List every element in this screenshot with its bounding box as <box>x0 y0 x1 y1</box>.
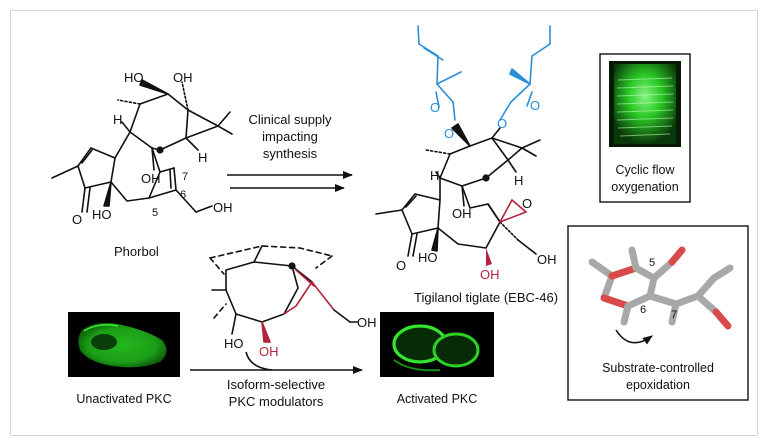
phorbol-oh-c9: OH <box>141 171 161 186</box>
epoxidation-curved-arrow <box>615 329 653 345</box>
phorbol-structure <box>51 79 233 213</box>
phorbol-ho-c12: HO <box>124 70 144 85</box>
phorbol-atom-labels: HO OH H H OH O HO OH 7 6 5 Phorbol <box>72 70 233 259</box>
phorbol-h-c10: H <box>113 112 122 127</box>
tigilanol-oh-c5: OH <box>480 267 500 282</box>
modulator-text-line1: Isoform-selective <box>227 377 325 392</box>
tigilanol-epoxide-o: O <box>522 196 532 211</box>
model-num-5: 5 <box>649 257 655 269</box>
tigilanol-oh-c20: OH <box>537 252 557 267</box>
model-num-7: 7 <box>671 309 677 321</box>
tigilanol-ester-o-c13: O <box>497 116 507 131</box>
epox-caption-line1: Substrate-controlled <box>602 361 714 375</box>
arrow-text-line3: synthesis <box>263 146 318 161</box>
arrow-text-line1: Clinical supply <box>248 112 332 127</box>
fragment-ho: HO <box>224 336 244 351</box>
fragment-oh-c20: OH <box>357 315 377 330</box>
epox-caption-line2: epoxidation <box>626 378 690 392</box>
tigilanol-h-c14: H <box>514 173 523 188</box>
modulator-fragment <box>209 245 359 343</box>
phorbol-oh-c13: OH <box>173 70 193 85</box>
tigilanol-atom-labels: O O O O H H OH O HO OH O OH Tigilanol ti… <box>396 98 558 305</box>
epoxidation-panel: 5 6 7 Substrate-controlled epoxidation <box>567 225 749 401</box>
phorbol-num-6: 6 <box>180 189 186 201</box>
modulator-text-line2: PKC modulators <box>229 394 324 409</box>
phorbol-num-5: 5 <box>152 207 158 219</box>
flow-caption-line2: oxygenation <box>611 180 678 194</box>
activated-pkc-image: Activated PKC <box>380 312 494 406</box>
tigilanol-ketone-o: O <box>396 258 406 273</box>
phorbol-caption: Phorbol <box>114 244 159 259</box>
unactivated-caption: Unactivated PKC <box>76 392 171 406</box>
tigilanol-esters <box>417 25 551 121</box>
tigilanol-ester-o-c12: O <box>444 126 454 141</box>
phorbol-h-c14: H <box>198 150 207 165</box>
phorbol-oh-c20: OH <box>213 200 233 215</box>
tigilanol-oh-c9: OH <box>452 206 472 221</box>
model-num-6: 6 <box>640 304 646 316</box>
phorbol-ketone-o: O <box>72 212 82 227</box>
tigilanol-carbonyl-o1: O <box>430 100 440 115</box>
fragment-oh-highlight: OH <box>259 344 279 359</box>
flow-caption-line1: Cyclic flow <box>615 163 675 177</box>
tigilanol-highlight <box>486 198 528 266</box>
phorbol-ho-c4: HO <box>92 207 112 222</box>
tigilanol-core <box>375 123 541 257</box>
stick-model <box>588 246 734 330</box>
fragment-atom-labels: HO OH OH <box>224 315 377 359</box>
synthesis-arrow: Clinical supply impacting synthesis <box>227 112 353 192</box>
flow-oxygenation-panel: Cyclic flow oxygenation <box>599 53 691 203</box>
unactivated-pkc-image: Unactivated PKC <box>68 312 180 406</box>
phorbol-num-7: 7 <box>182 171 188 183</box>
tigilanol-h-c10: H <box>430 168 439 183</box>
tigilanol-ho-c4: HO <box>418 250 438 265</box>
arrow-text-line2: impacting <box>262 129 318 144</box>
tigilanol-caption: Tigilanol tiglate (EBC-46) <box>414 290 558 305</box>
modulator-arrow: Isoform-selective PKC modulators <box>190 351 363 409</box>
activated-caption: Activated PKC <box>397 392 478 406</box>
tigilanol-carbonyl-o2: O <box>530 98 540 113</box>
